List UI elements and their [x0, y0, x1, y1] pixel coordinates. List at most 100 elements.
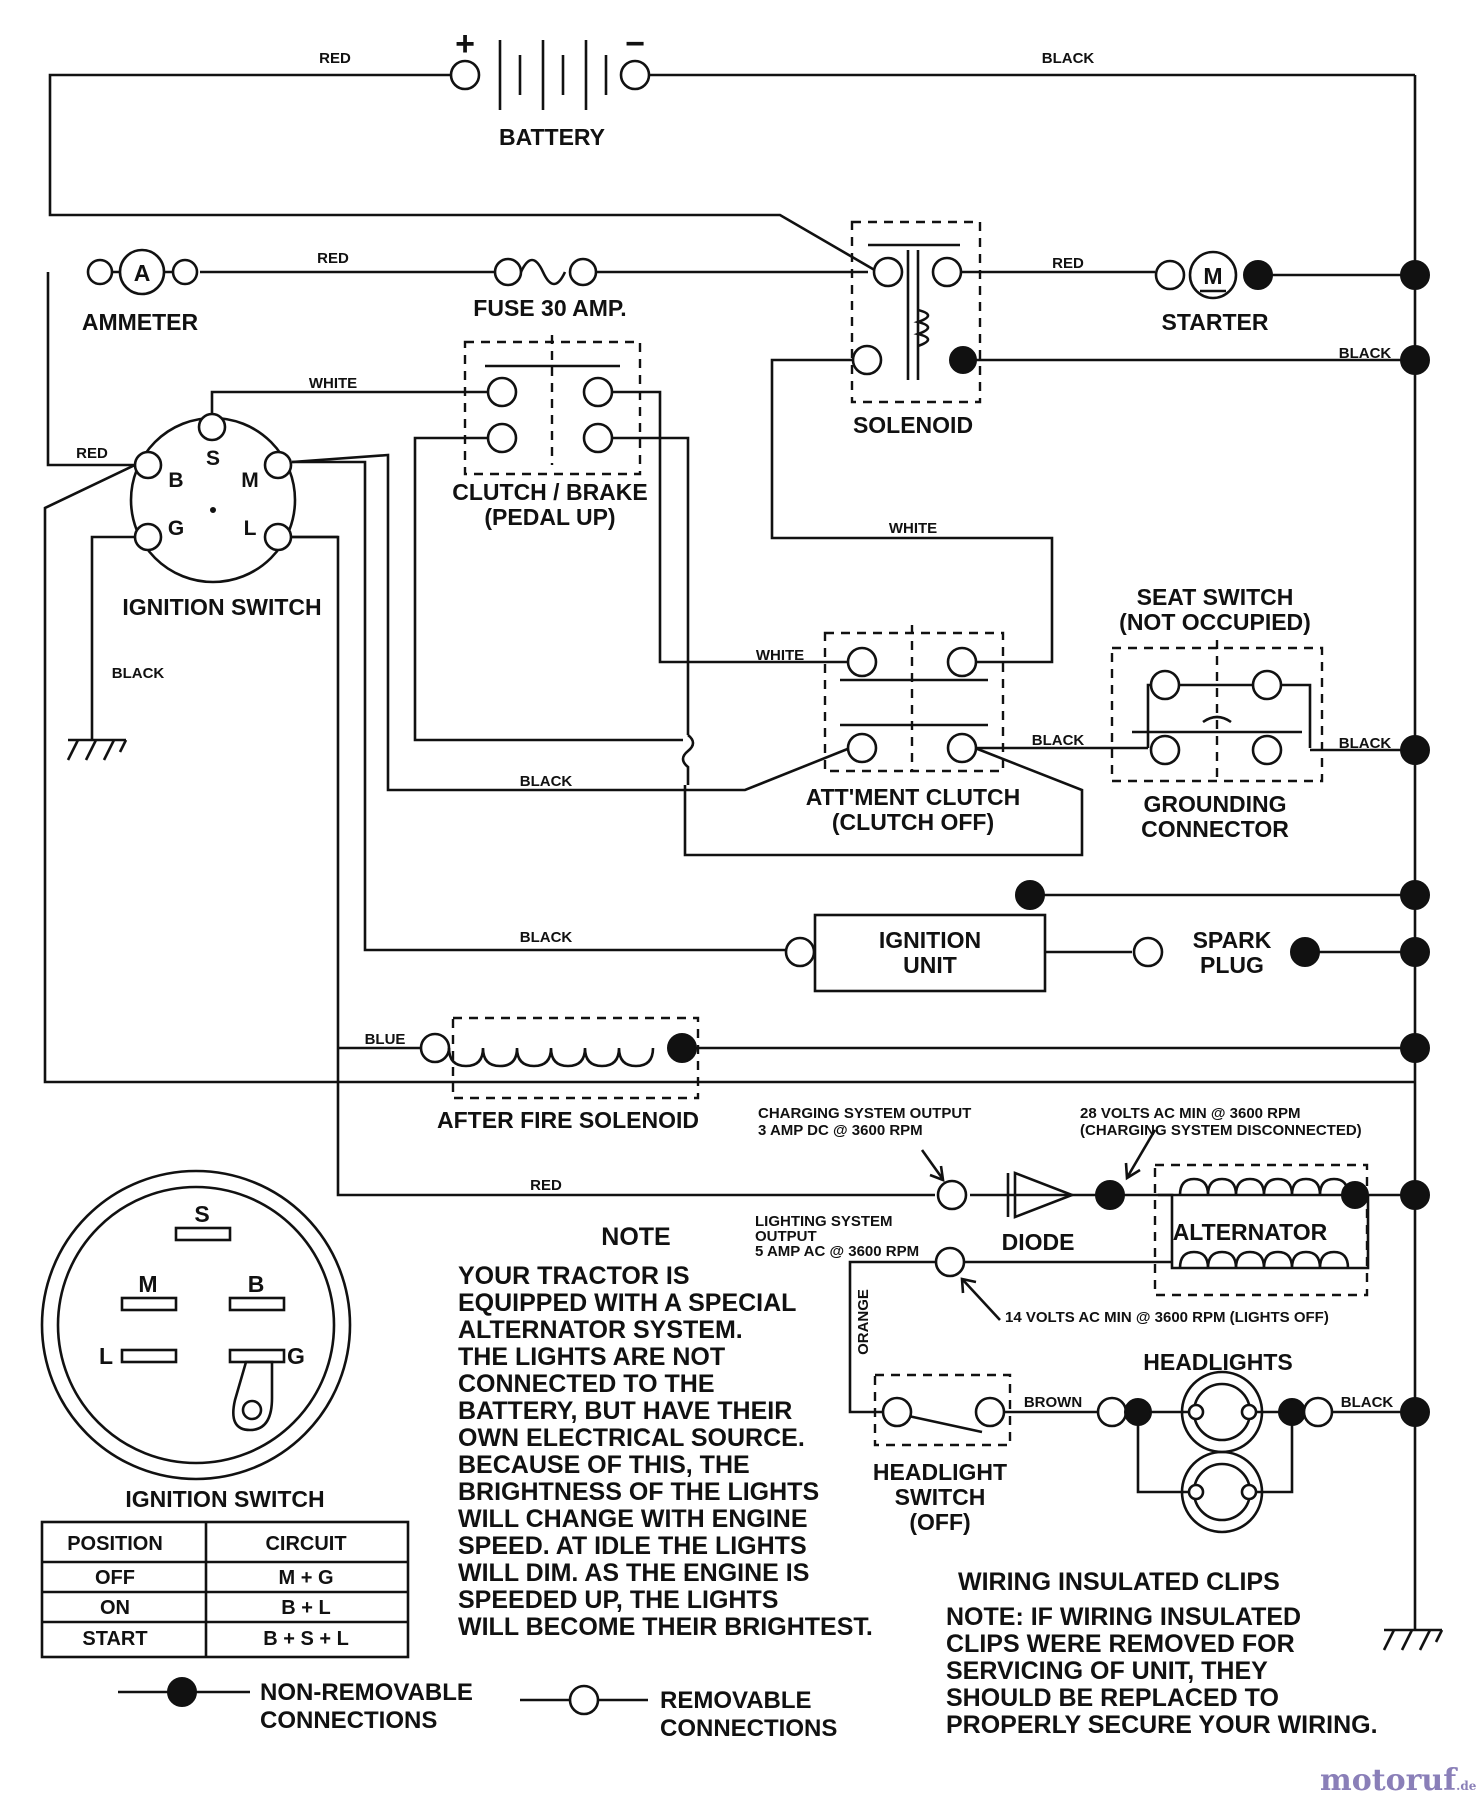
wire-seat-bridge — [1146, 683, 1312, 748]
ignition-label-m: M — [241, 469, 259, 492]
wire-white-ign — [210, 390, 487, 427]
volts14-label: 14 VOLTS AC MIN @ 3600 RPM (LIGHTS OFF) — [1005, 1309, 1329, 1326]
watermark: motoruf.de — [1320, 1763, 1477, 1798]
wire-label-black-headlights: BLACK — [1341, 1394, 1394, 1411]
face-terminal-b — [228, 1296, 286, 1312]
starter-symbol-letter: M — [1203, 263, 1222, 289]
clutch-brake-top-left-terminal — [486, 376, 518, 408]
wire-black-ground — [90, 535, 148, 740]
seat-switch-label: SEAT SWITCH — [1137, 584, 1294, 610]
lighting-output-label: LIGHTING SYSTEM — [755, 1213, 893, 1230]
wire-clutch-bottom-left — [413, 436, 683, 742]
wire-att-loop — [683, 746, 1084, 857]
bus-dot-afterfire — [1400, 1033, 1430, 1063]
ignition-terminal-m — [263, 450, 293, 480]
clips-note-line-4: SHOULD BE REPLACED TO — [946, 1684, 1279, 1712]
after-fire-box — [451, 1016, 700, 1100]
alternator-output-terminal — [1341, 1181, 1369, 1209]
clutch-brake-bottom-left-terminal — [486, 422, 518, 454]
headlights-left-open-terminal — [1096, 1396, 1128, 1428]
ammeter-symbol — [118, 248, 166, 296]
arrowhead-charging — [929, 1165, 945, 1183]
wire-clutch-bottom-right — [612, 436, 690, 735]
wire-label-red-diode: RED — [530, 1177, 562, 1194]
spark-plug-sublabel: PLUG — [1200, 952, 1264, 978]
ground-symbol-left — [66, 738, 128, 761]
table-cell: B + L — [281, 1597, 330, 1619]
starter-ground-terminal — [1243, 260, 1273, 290]
fuse-right-terminal — [568, 257, 598, 287]
table-cell: ON — [100, 1597, 130, 1619]
wire-label-black-seat-right: BLACK — [1339, 735, 1392, 752]
seat-switch-top-right-terminal — [1251, 669, 1283, 701]
bus-dot-headlights — [1400, 1397, 1430, 1427]
diode-output-terminal — [1095, 1180, 1125, 1210]
fuse-element — [519, 258, 567, 286]
lighting-output-sublabel: OUTPUT — [755, 1228, 817, 1245]
note-title: NOTE — [601, 1223, 670, 1251]
wire-orange-long — [43, 463, 1415, 1084]
alternator: ALTERNATOR — [1153, 1163, 1369, 1297]
volts28-label: 28 VOLTS AC MIN @ 3600 RPM — [1080, 1105, 1301, 1122]
legend-nonremovable-sublabel: CONNECTIONS — [260, 1707, 437, 1734]
lighting-output-value: 5 AMP AC @ 3600 RPM — [755, 1243, 919, 1260]
face-ground-tab — [232, 1360, 274, 1432]
headlights-right-fixed-terminal — [1278, 1398, 1306, 1426]
grounding-connector-label: GROUNDING — [1143, 791, 1286, 817]
wire-black-mid — [291, 453, 851, 792]
spark-plug: SPARK PLUG — [1132, 927, 1320, 978]
ignition-face-inner — [56, 1185, 336, 1465]
ignition-unit-label: IGNITION — [879, 927, 981, 953]
watermark-suffix: .de — [1456, 1779, 1477, 1793]
note-line: WILL DIM. AS THE ENGINE IS — [458, 1559, 809, 1587]
solenoid: SOLENOID — [850, 220, 982, 438]
wire-label-black-ground: BLACK — [112, 665, 165, 682]
volts28-sublabel: (CHARGING SYSTEM DISCONNECTED) — [1080, 1122, 1362, 1139]
spark-plug-label: SPARK — [1193, 927, 1272, 953]
lighting-output-terminal — [934, 1246, 966, 1278]
note-line: THE LIGHTS ARE NOT — [458, 1343, 725, 1371]
fuse-label: FUSE 30 AMP. — [473, 295, 626, 321]
diode-label: DIODE — [1002, 1229, 1075, 1255]
wire-label-black-seat-left: BLACK — [1032, 732, 1085, 749]
wire-label-black-mid: BLACK — [520, 773, 573, 790]
ammeter-right-terminal — [171, 258, 199, 286]
alternator-coil-top — [1178, 1177, 1350, 1196]
ignition-label-b: B — [168, 469, 183, 492]
clips-note-text: IF WIRING INSULATED — [1024, 1603, 1301, 1631]
wire-label-white-ign: WHITE — [309, 375, 357, 392]
ignition-label-g: G — [168, 517, 184, 540]
headlight-switch-sublabel: SWITCH — [895, 1484, 986, 1510]
note-line: WILL CHANGE WITH ENGINE — [458, 1505, 808, 1533]
arrow-14v — [962, 1279, 1001, 1321]
legend-removable-sublabel: CONNECTIONS — [660, 1715, 837, 1742]
ignition-unit-left-terminal — [784, 936, 816, 968]
wire-label-black-battery: BLACK — [1042, 50, 1095, 67]
solenoid-coil — [913, 308, 930, 348]
battery: + − BATTERY — [449, 25, 651, 150]
seat-switch-bottom-left-terminal — [1149, 734, 1181, 766]
charging-output-label: CHARGING SYSTEM OUTPUT — [758, 1105, 971, 1122]
wire-label-black-ignition-unit: BLACK — [520, 929, 573, 946]
face-terminal-g — [228, 1348, 286, 1364]
spark-plug-ground-terminal — [1290, 937, 1320, 967]
face-label-g: G — [287, 1343, 305, 1369]
ground-bus-connections — [1400, 260, 1430, 1427]
note-line: WILL BECOME THEIR BRIGHTEST. — [458, 1613, 873, 1641]
grounding-connector-sublabel: CONNECTOR — [1141, 816, 1289, 842]
ignition-table-title: IGNITION SWITCH — [125, 1486, 324, 1512]
ignition-unit-sublabel: UNIT — [903, 952, 957, 978]
headlight-switch-state: (OFF) — [909, 1509, 970, 1535]
headlight-switch-left-terminal — [881, 1396, 913, 1428]
wire-label-blue: BLUE — [365, 1031, 406, 1048]
solenoid-ground-terminal — [949, 346, 977, 374]
battery-negative-terminal — [619, 59, 651, 91]
after-fire-label: AFTER FIRE SOLENOID — [437, 1107, 699, 1133]
arrowhead-28v — [1124, 1162, 1141, 1181]
att-clutch-bottom-right-terminal — [946, 732, 978, 764]
clips-note: WIRING INSULATED CLIPS NOTE: IF WIRING I… — [946, 1568, 1378, 1739]
headlight-switch-right-terminal — [974, 1396, 1006, 1428]
clips-note-line-1: NOTE: IF WIRING INSULATED — [946, 1603, 1301, 1631]
note-line: BATTERY, BUT HAVE THEIR — [458, 1397, 792, 1425]
wire-label-black-solenoid: BLACK — [1339, 345, 1392, 362]
